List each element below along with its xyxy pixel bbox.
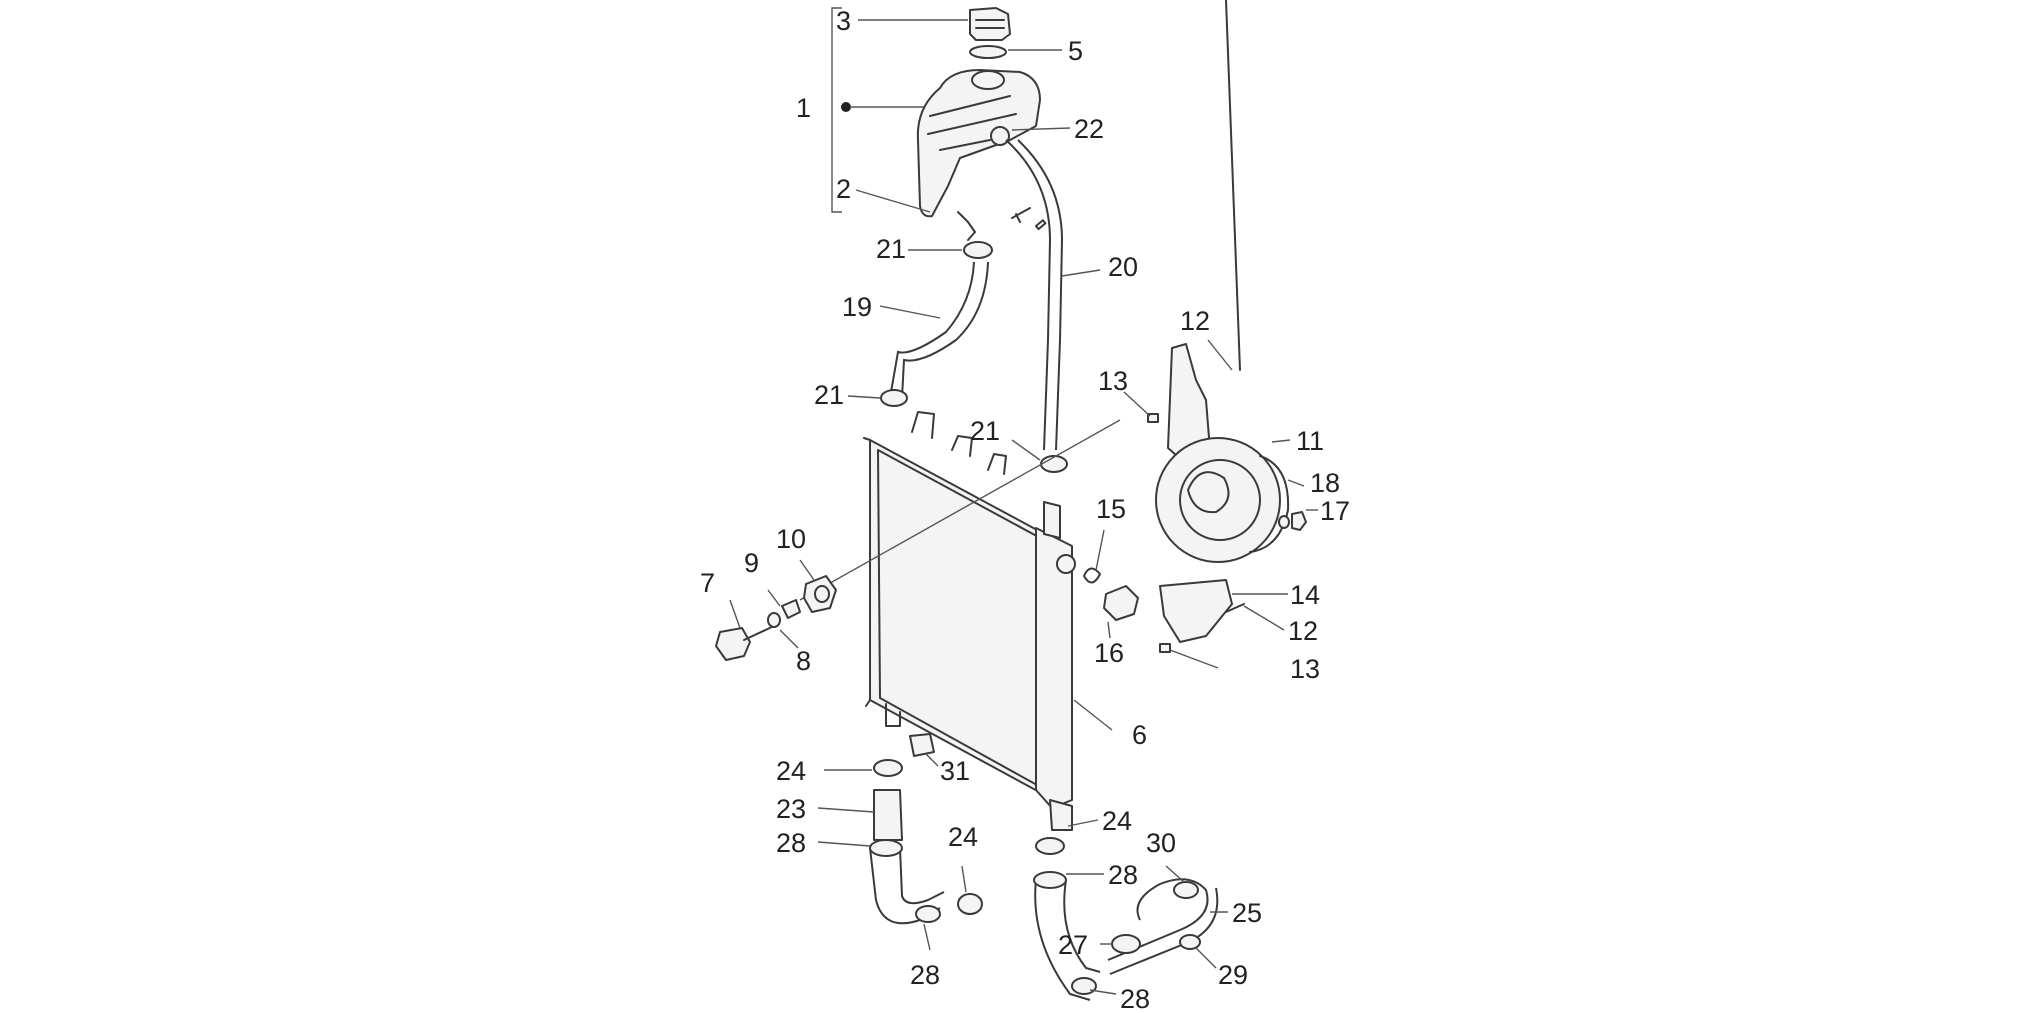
- clamp-30: [1173, 881, 1199, 899]
- tank-screw: [1011, 207, 1031, 223]
- callout-29: 29: [1218, 960, 1248, 990]
- hose-19: [889, 261, 975, 399]
- callout-19: 19: [842, 292, 872, 322]
- callout-24-right: 24: [1102, 806, 1132, 836]
- callout-5: 5: [1068, 36, 1083, 66]
- clip-13-bottom: [1159, 643, 1171, 653]
- callout-8: 8: [796, 646, 811, 676]
- callout-7: 7: [700, 568, 715, 598]
- clamp-24-right: [1035, 837, 1065, 855]
- callout-24-mid: 24: [948, 822, 978, 852]
- fan-bracket: [1167, 343, 1211, 463]
- radiator-mount-hardware: [715, 575, 837, 661]
- callout-12-top: 12: [1180, 306, 1210, 336]
- bolt-7: [715, 627, 751, 661]
- tank-filler-neck: [971, 70, 1005, 90]
- grommet-31: [909, 733, 935, 757]
- callout-23: 23: [776, 794, 806, 824]
- clamp-21-left: [880, 389, 908, 407]
- callout-21-top: 21: [876, 234, 906, 264]
- upper-hoses-group: [880, 139, 1068, 473]
- group-bullet: [841, 102, 851, 112]
- callout-30: 30: [1146, 828, 1176, 858]
- callout-labels: 3 5 1 22 2 21 20 19 12 13 21 21 11 18 15…: [700, 6, 1350, 1013]
- tank-outlet-fitting: [990, 126, 1010, 146]
- callout-22: 22: [1074, 114, 1104, 144]
- nut-17: [1291, 511, 1307, 531]
- callout-24-left: 24: [776, 756, 806, 786]
- callout-28-right-top: 28: [1108, 860, 1138, 890]
- callout-18: 18: [1310, 468, 1340, 498]
- radiator-core: [869, 439, 1055, 801]
- screw-12-top: [1225, 0, 1241, 371]
- pipe-23: [873, 789, 903, 841]
- grommet-10: [803, 575, 837, 613]
- callout-13-bottom: 13: [1290, 654, 1320, 684]
- screw-12-bottom: [1225, 603, 1245, 613]
- callout-17: 17: [1320, 496, 1350, 526]
- callout-28-left-bottom: 28: [910, 960, 940, 990]
- callout-27: 27: [1058, 930, 1088, 960]
- callout-13-top: 13: [1098, 366, 1128, 396]
- callout-11: 11: [1296, 426, 1324, 456]
- spacer-9: [781, 599, 801, 619]
- callout-9: 9: [744, 548, 759, 578]
- callout-10: 10: [776, 524, 806, 554]
- callout-16: 16: [1094, 638, 1124, 668]
- callout-2: 2: [836, 174, 851, 204]
- callout-21-left: 21: [814, 380, 844, 410]
- radiator: [799, 411, 1121, 831]
- plug-16: [1103, 585, 1139, 621]
- gasket-15: [1083, 567, 1101, 584]
- callout-12-bottom: 12: [1288, 616, 1318, 646]
- fan-lower-bracket: [1159, 579, 1233, 643]
- clamp-28-left-bottom: [915, 905, 941, 923]
- callout-15: 15: [1096, 494, 1126, 524]
- hose-20: [1005, 139, 1052, 451]
- clamp-24-mid: [957, 893, 983, 915]
- clamp-29: [1179, 934, 1201, 950]
- group-bracket: [831, 7, 842, 213]
- callout-20: 20: [1108, 252, 1138, 282]
- washer-18: [1278, 515, 1290, 529]
- clamp-21-right: [1040, 455, 1068, 473]
- clip-13-top: [1147, 413, 1159, 423]
- washer-8: [767, 612, 781, 628]
- fan-assembly: [1147, 0, 1307, 653]
- clamp-28-right-bottom: [1071, 977, 1097, 995]
- fan-blade-hub: [1187, 471, 1230, 514]
- callout-6: 6: [1132, 720, 1147, 750]
- hose-right-lower: [1034, 879, 1091, 1001]
- clamp-21-top: [963, 241, 993, 259]
- tank-bracket: [957, 211, 976, 241]
- callout-25: 25: [1232, 898, 1262, 928]
- callout-28-left-top: 28: [776, 828, 806, 858]
- tank-cap: [969, 7, 1011, 41]
- cap-seal: [969, 45, 1007, 59]
- clamp-24-left: [873, 759, 903, 777]
- callout-3: 3: [836, 6, 851, 36]
- callout-28-right-bottom: 28: [1120, 984, 1150, 1013]
- hose-25: [1107, 878, 1209, 961]
- callout-31: 31: [940, 756, 970, 786]
- leader-lines: [729, 19, 1318, 995]
- callout-14: 14: [1290, 580, 1320, 610]
- clamp-27: [1111, 934, 1141, 954]
- callout-1: 1: [796, 93, 811, 123]
- clamp-28-left-top: [869, 839, 903, 857]
- clamp-28-right-top: [1033, 871, 1067, 889]
- expansion-tank-group: [831, 7, 1041, 241]
- callout-21-right: 21: [970, 416, 1000, 446]
